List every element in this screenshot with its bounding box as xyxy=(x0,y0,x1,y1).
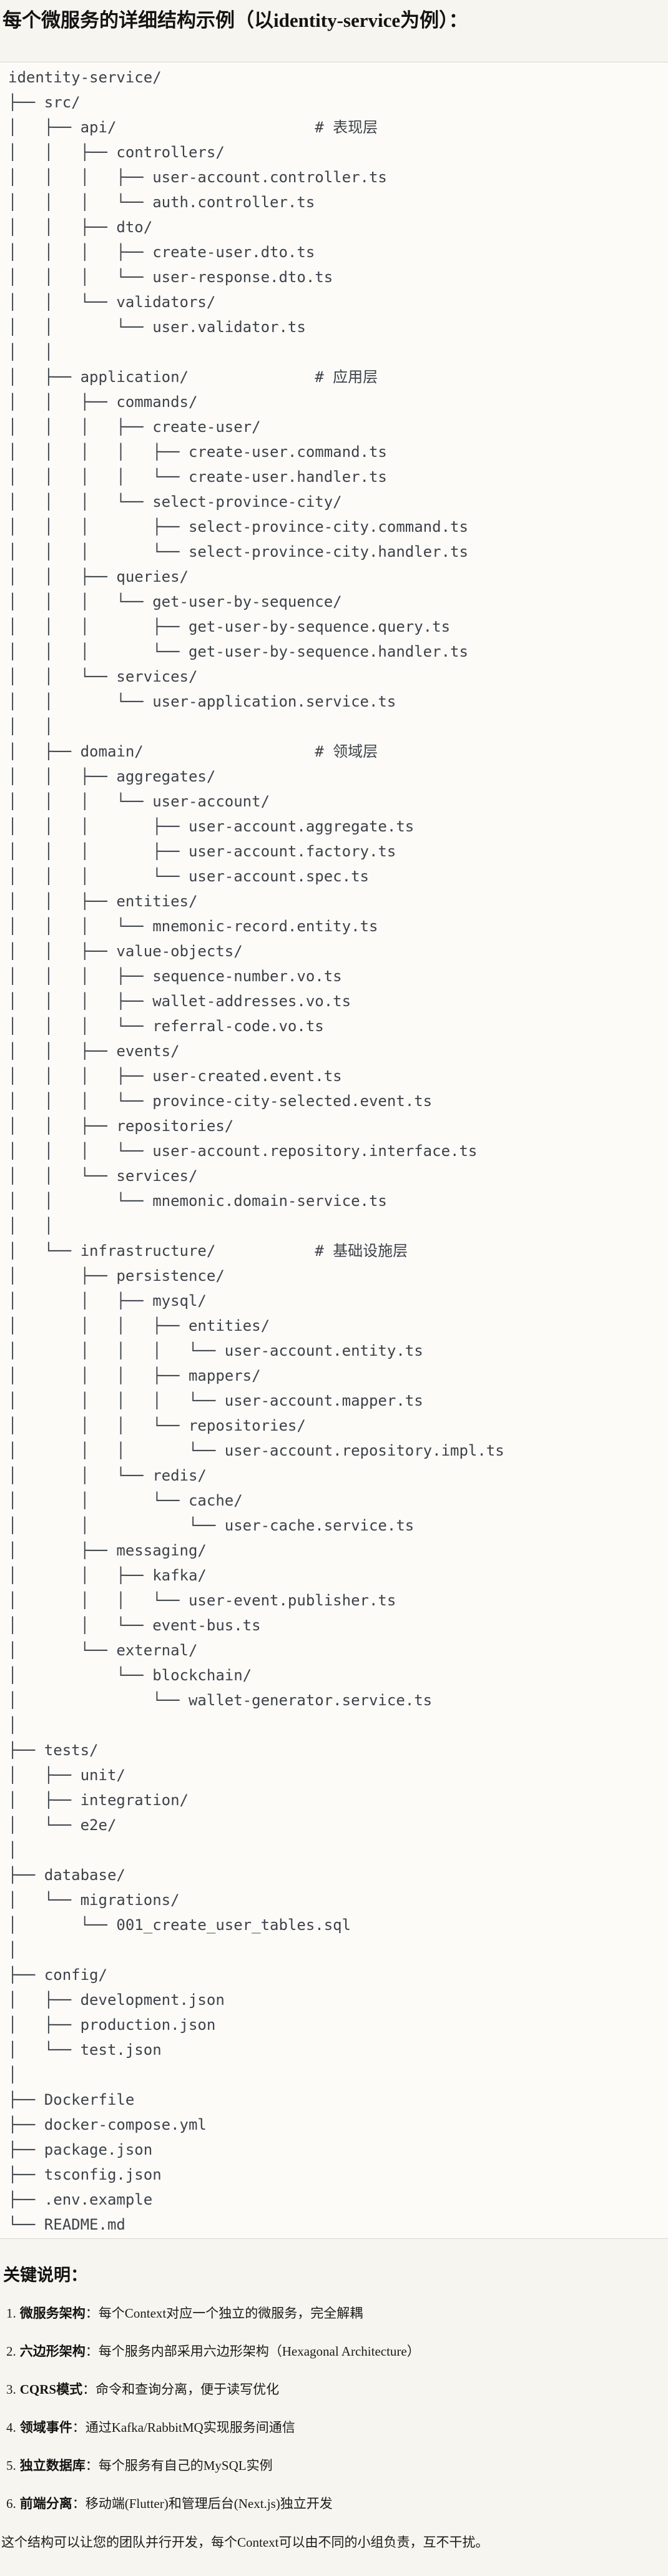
list-item-number: 4. xyxy=(6,2420,16,2435)
list-item-term: 独立数据库 xyxy=(19,2458,86,2473)
list-item-text: ：每个服务有自己的MySQL实例 xyxy=(85,2458,273,2473)
list-item: 3.CQRS模式：命令和查询分离，便于读写优化 xyxy=(6,2381,662,2398)
list-item: 4.领域事件：通过Kafka/RabbitMQ实现服务间通信 xyxy=(6,2419,662,2436)
list-item-text: ：每个服务内部采用六边形架构（Hexagonal Architecture） xyxy=(85,2344,420,2359)
list-item-term: 微服务架构 xyxy=(19,2306,86,2321)
list-item-term: 六边形架构 xyxy=(19,2344,86,2359)
list-item: 1.微服务架构：每个Context对应一个独立的微服务，完全解耦 xyxy=(6,2304,662,2322)
list-item-number: 5. xyxy=(6,2458,16,2473)
notes-heading: 关键说明： xyxy=(3,2266,87,2285)
list-item: 5.独立数据库：每个服务有自己的MySQL实例 xyxy=(6,2457,662,2474)
list-item-number: 6. xyxy=(6,2496,16,2511)
list-item-text: ：移动端(Flutter)和管理后台(Next.js)独立开发 xyxy=(72,2496,333,2511)
list-item-text: ：命令和查询分离，便于读写优化 xyxy=(82,2382,280,2397)
list-item: 6.前端分离：移动端(Flutter)和管理后台(Next.js)独立开发 xyxy=(6,2495,662,2512)
list-item-term: 前端分离 xyxy=(19,2496,72,2511)
page-title: 每个微服务的详细结构示例（以identity-service为例）： xyxy=(2,9,468,31)
list-item-text: ：通过Kafka/RabbitMQ实现服务间通信 xyxy=(72,2420,295,2435)
list-item-number: 1. xyxy=(6,2306,16,2321)
directory-tree-code-block: identity-service/ ├── src/ │ ├── api/ # … xyxy=(0,62,668,2239)
notes-list: 1.微服务架构：每个Context对应一个独立的微服务，完全解耦 2.六边形架构… xyxy=(3,2304,662,2512)
list-item-number: 3. xyxy=(6,2382,16,2397)
list-item-term: CQRS模式 xyxy=(19,2382,83,2397)
list-item: 2.六边形架构：每个服务内部采用六边形架构（Hexagonal Architec… xyxy=(6,2343,662,2360)
closing-paragraph: 这个结构可以让您的团队并行开发，每个Context可以由不同的小组负责，互不干扰… xyxy=(1,2535,489,2550)
list-item-term: 领域事件 xyxy=(19,2420,72,2435)
list-item-text: ：每个Context对应一个独立的微服务，完全解耦 xyxy=(85,2306,363,2321)
key-notes-section: 关键说明： 1.微服务架构：每个Context对应一个独立的微服务，完全解耦 2… xyxy=(0,2261,668,2576)
list-item-number: 2. xyxy=(6,2344,16,2359)
